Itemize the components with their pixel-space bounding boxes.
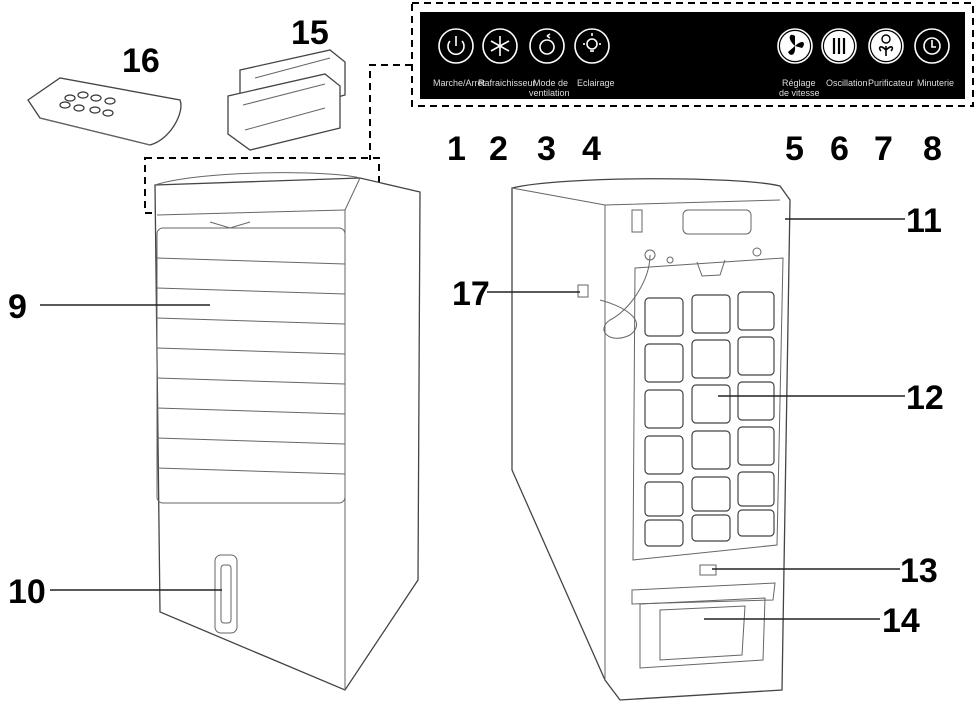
purifier-icon xyxy=(878,34,894,56)
panel-button-4[interactable]: Eclairage xyxy=(574,28,615,88)
panel-label-7: Purificateur xyxy=(868,78,914,88)
panel-label-5b: de vitesse xyxy=(779,88,820,98)
callout-11: 11 xyxy=(906,202,942,240)
callout-14: 14 xyxy=(882,602,920,640)
callout-4: 4 xyxy=(582,130,601,168)
panel-button-8[interactable]: Minuterie xyxy=(914,28,954,88)
panel-label-4: Eclairage xyxy=(577,78,615,88)
ice-packs xyxy=(227,49,346,151)
front-unit xyxy=(154,172,421,691)
callout-8: 8 xyxy=(923,130,942,168)
panel-button-5[interactable]: Réglage de vitesse xyxy=(777,28,820,98)
callout-6: 6 xyxy=(830,130,849,168)
callout-3: 3 xyxy=(537,130,556,168)
oscillation-icon xyxy=(832,38,846,54)
ventilation-mode-icon xyxy=(539,33,555,55)
callout-5: 5 xyxy=(785,130,804,168)
timer-icon xyxy=(923,37,941,55)
callout-17: 17 xyxy=(452,275,490,313)
callout-16: 16 xyxy=(122,42,160,80)
panel-label-6: Oscillation xyxy=(826,78,868,88)
panel-button-6[interactable]: Oscillation xyxy=(821,28,868,88)
panel-button-3[interactable]: Mode de ventilation xyxy=(529,28,570,98)
panel-label-3b: ventilation xyxy=(529,88,570,98)
back-unit xyxy=(511,178,791,701)
callout-1: 1 xyxy=(447,130,466,168)
panel-label-1: Marche/Arrêt xyxy=(433,78,486,88)
callout-9: 9 xyxy=(8,288,27,326)
fan-icon xyxy=(788,34,804,55)
panel-button-1[interactable]: Marche/Arrêt xyxy=(433,28,486,88)
callout-13: 13 xyxy=(900,552,938,590)
panel-label-2: Rafraichisseur xyxy=(478,78,536,88)
callout-2: 2 xyxy=(489,130,508,168)
remote-control xyxy=(27,77,182,146)
panel-label-5a: Réglage xyxy=(782,78,816,88)
callout-12: 12 xyxy=(906,379,944,417)
callout-15: 15 xyxy=(291,14,329,52)
panel-label-8: Minuterie xyxy=(917,78,954,88)
panel-label-3a: Mode de xyxy=(533,78,568,88)
callout-7: 7 xyxy=(874,130,893,168)
power-icon xyxy=(447,36,465,56)
filter-grid xyxy=(644,291,775,547)
callout-10: 10 xyxy=(8,573,46,611)
snowflake-icon xyxy=(490,36,510,56)
panel-button-2[interactable]: Rafraichisseur xyxy=(478,28,536,88)
light-bulb-icon xyxy=(583,33,601,52)
panel-button-7[interactable]: Purificateur xyxy=(868,28,914,88)
